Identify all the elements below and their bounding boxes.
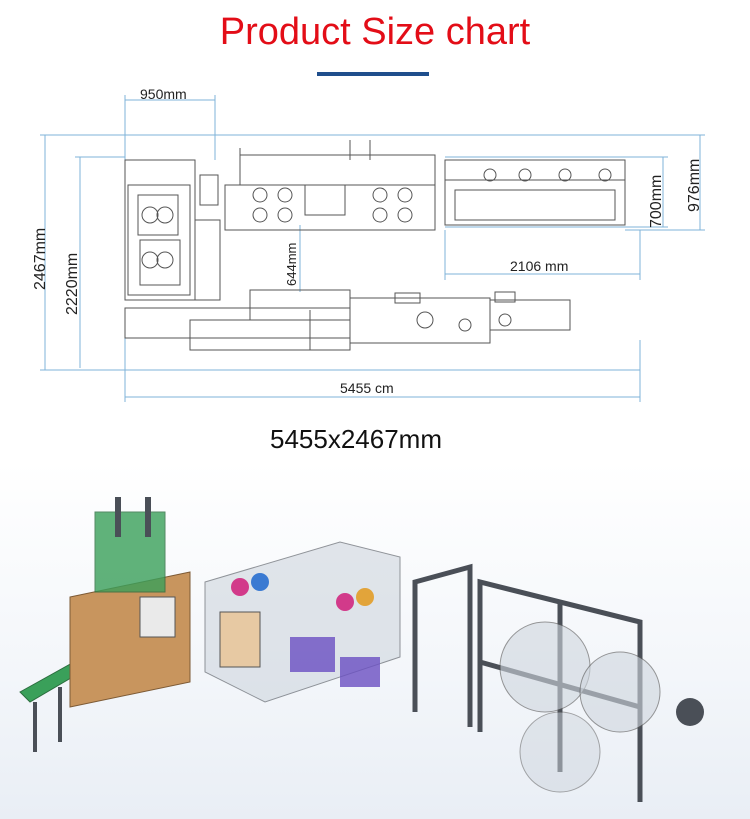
dimension-lines (40, 95, 705, 402)
machine-outline (124, 140, 626, 351)
machine-render-illustration (19, 497, 704, 802)
dim-middle-gap: 644mm (284, 242, 299, 286)
dim-top-width: 950mm (140, 86, 187, 102)
page-title: Product Size chart (219, 11, 531, 53)
dim-right-width: 2106 mm (510, 258, 569, 274)
dim-right-large: 976mm (686, 158, 703, 212)
dim-bottom-total: 5455 cm (340, 380, 394, 396)
dim-left-outer: 2467mm (32, 227, 49, 290)
title-underline (317, 72, 429, 76)
top-view-drawing (40, 95, 705, 402)
size-caption: 5455x2467mm (270, 424, 442, 454)
dim-right-small: 700mm (648, 174, 665, 228)
machine-render (0, 462, 750, 819)
dim-left-inner: 2220mm (64, 252, 81, 315)
